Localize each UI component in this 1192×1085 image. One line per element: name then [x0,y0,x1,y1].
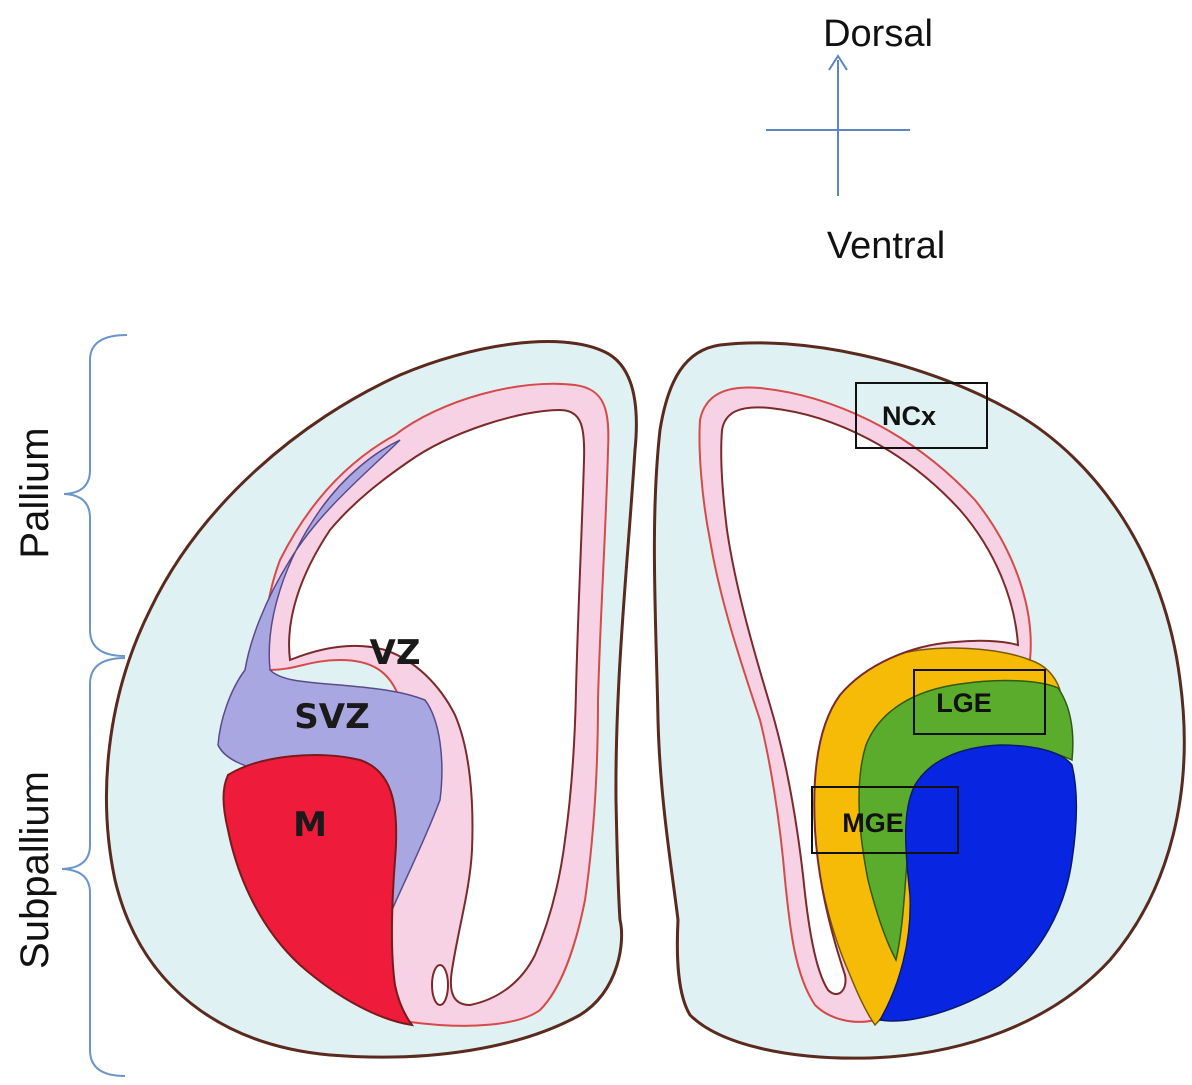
left-ventricle-tip [432,965,448,1005]
vz-label: VZ [370,633,421,673]
pallium-label: Pallium [13,427,57,558]
pallium-bracket [64,335,127,656]
mantle-label: M [293,805,327,845]
svz-label: SVZ [294,697,369,737]
region-brackets: Pallium Subpallium [13,335,127,1076]
mge-label: MGE [842,808,904,838]
ncx-label: NCx [882,401,936,431]
left-hemisphere: VZ SVZ M [107,342,637,1058]
orientation-compass: Dorsal Ventral [766,13,945,267]
right-hemisphere: NCx LGE MGE [654,343,1184,1058]
ventral-label: Ventral [827,225,945,267]
dorsal-label: Dorsal [823,13,933,55]
lge-label: LGE [936,688,992,718]
subpallium-label: Subpallium [13,771,57,969]
